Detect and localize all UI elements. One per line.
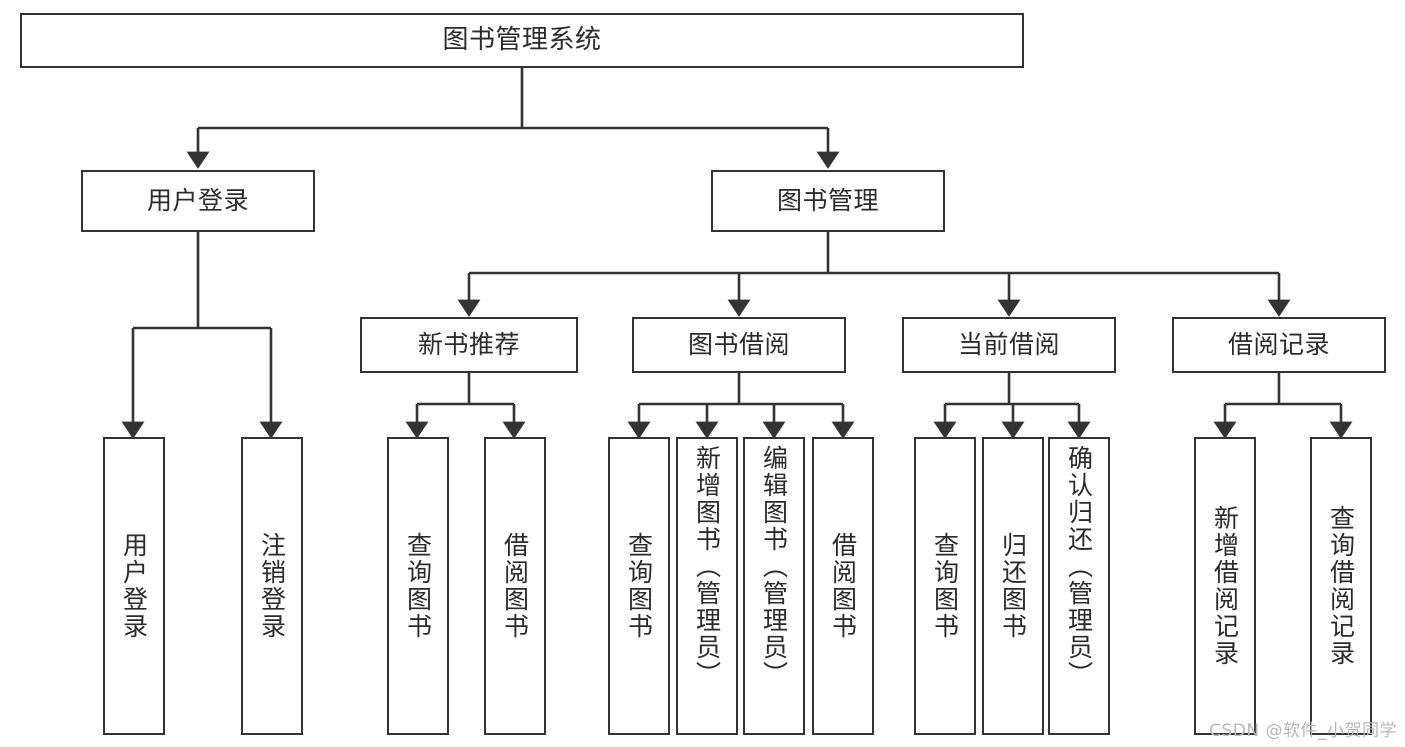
leaf-label-wrap: 查询借阅记录	[1312, 439, 1370, 733]
node-label: 新增图书（管理员）	[692, 445, 722, 688]
node-label: 新书推荐	[417, 330, 520, 360]
node-label: 图书借阅	[687, 330, 790, 360]
leaf-borrow-book-recommend[interactable]: 借阅图书	[484, 437, 546, 735]
node-label: 确认归还（管理员）	[1064, 445, 1094, 688]
node-book-management[interactable]: 图书管理	[711, 170, 945, 232]
node-label: 借阅记录	[1227, 330, 1330, 360]
leaf-label-wrap: 查询图书	[916, 439, 974, 733]
node-label: 编辑图书（管理员）	[759, 445, 789, 688]
node-current-borrow[interactable]: 当前借阅	[902, 317, 1116, 373]
node-label: 用户登录	[146, 186, 249, 216]
leaf-label-wrap: 借阅图书	[814, 439, 872, 733]
node-label: 查询图书	[624, 532, 654, 640]
node-label: 查询图书	[930, 532, 960, 640]
leaf-return-book[interactable]: 归还图书	[982, 437, 1044, 735]
node-label: 图书管理	[776, 186, 879, 216]
leaf-logout-login[interactable]: 注销登录	[241, 437, 303, 735]
leaf-add-book[interactable]: 新增图书（管理员）	[676, 437, 738, 735]
leaf-label-wrap: 归还图书	[984, 439, 1042, 733]
node-label: 注销登录	[257, 532, 287, 640]
node-user-login[interactable]: 用户登录	[81, 170, 315, 232]
leaf-query-book-current[interactable]: 查询图书	[914, 437, 976, 735]
leaf-borrow-book[interactable]: 借阅图书	[812, 437, 874, 735]
leaf-label-wrap: 查询图书	[610, 439, 668, 733]
node-label: 借阅图书	[828, 532, 858, 640]
node-label: 借阅图书	[500, 532, 530, 640]
node-label: 当前借阅	[957, 330, 1060, 360]
node-label: 查询借阅记录	[1326, 505, 1356, 667]
leaf-confirm-return[interactable]: 确认归还（管理员）	[1048, 437, 1110, 735]
node-label: 新增借阅记录	[1210, 505, 1240, 667]
node-book-borrow[interactable]: 图书借阅	[632, 317, 846, 373]
node-label: 查询图书	[403, 532, 433, 640]
leaf-label-wrap: 新增借阅记录	[1196, 439, 1254, 733]
node-borrow-record[interactable]: 借阅记录	[1172, 317, 1386, 373]
leaf-add-borrow-record[interactable]: 新增借阅记录	[1194, 437, 1256, 735]
leaf-label-wrap: 借阅图书	[486, 439, 544, 733]
leaf-label-wrap: 用户登录	[105, 439, 163, 733]
node-label: 用户登录	[119, 532, 149, 640]
leaf-edit-book[interactable]: 编辑图书（管理员）	[743, 437, 805, 735]
leaf-user-login[interactable]: 用户登录	[103, 437, 165, 735]
leaf-query-borrow-record[interactable]: 查询借阅记录	[1310, 437, 1372, 735]
node-label: 归还图书	[998, 532, 1028, 640]
leaf-label-wrap: 查询图书	[389, 439, 447, 733]
leaf-query-book-borrow[interactable]: 查询图书	[608, 437, 670, 735]
node-label: 图书管理系统	[442, 25, 602, 56]
leaf-label-wrap: 注销登录	[243, 439, 301, 733]
csdn-watermark: CSDN @软件_小贺同学	[1209, 721, 1397, 741]
leaf-label-wrap: 编辑图书（管理员）	[745, 439, 803, 733]
node-new-book-recommend[interactable]: 新书推荐	[360, 317, 578, 373]
leaf-label-wrap: 确认归还（管理员）	[1050, 439, 1108, 733]
leaf-label-wrap: 新增图书（管理员）	[678, 439, 736, 733]
node-root-system[interactable]: 图书管理系统	[20, 13, 1024, 68]
leaf-query-book-recommend[interactable]: 查询图书	[387, 437, 449, 735]
